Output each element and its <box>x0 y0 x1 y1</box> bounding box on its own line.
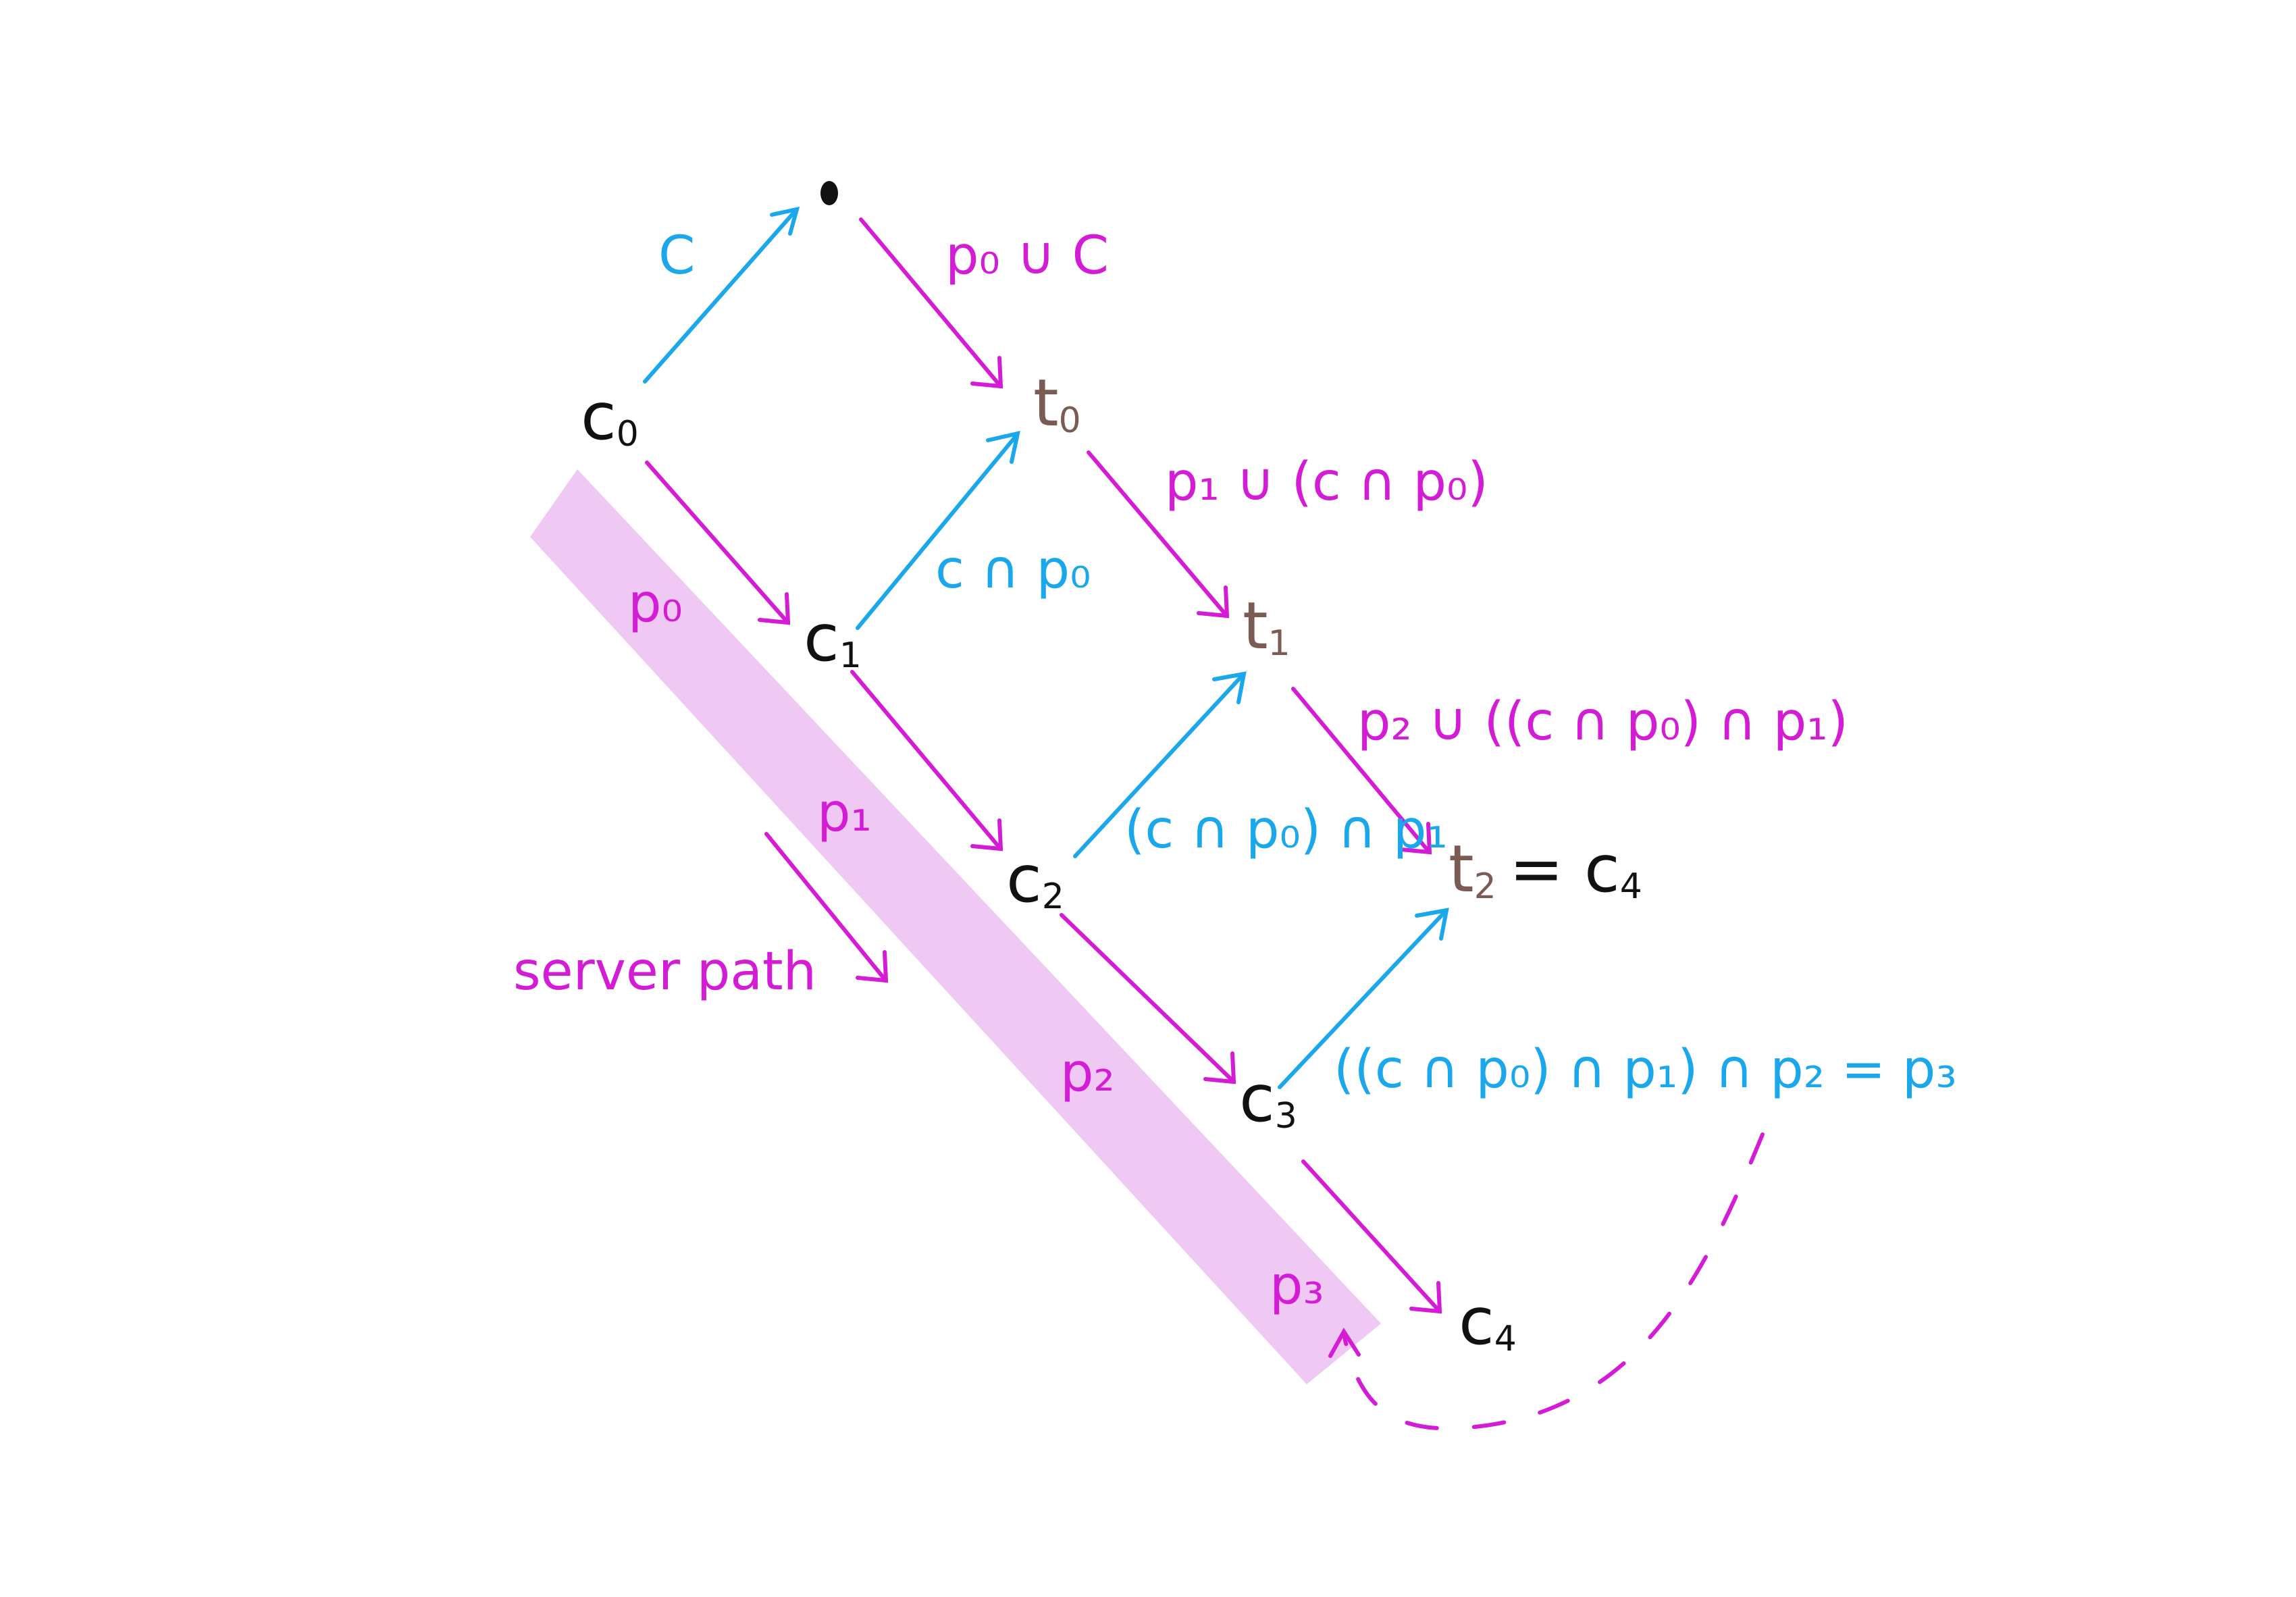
label-c: C <box>658 226 695 286</box>
node-labels: c0 c1 c2 c3 c4 t0 t1 t2 = c4 <box>581 365 1642 1359</box>
label-c-cap-p0-cap-p1: (c ∩ p₀) ∩ p₁ <box>1124 800 1448 860</box>
arrow-c3-to-c4 <box>1301 1159 1440 1312</box>
node-c3: c3 <box>1239 1061 1297 1136</box>
label-p0-union-c: p₀ ∪ C <box>945 226 1109 286</box>
arrow-c2-to-c3 <box>1060 913 1234 1082</box>
band-label-p1: p₁ <box>817 783 872 843</box>
arrow-c1-to-c2 <box>850 670 1001 849</box>
arrow-c0-to-c1 <box>645 461 789 623</box>
node-t0: t0 <box>1033 365 1081 441</box>
client-arrows <box>643 207 1449 1089</box>
edge-labels: C p₀ ∪ C c ∩ p₀ p₁ ∪ (c ∩ p₀) (c ∩ p₀) ∩… <box>658 226 1957 1100</box>
label-p3-definition: ((c ∩ p₀) ∩ p₁) ∩ p₂ = p₃ <box>1334 1039 1957 1100</box>
arrow-t0-to-t1 <box>1087 450 1228 617</box>
node-t2-equals-c4: = c4 <box>1509 831 1642 907</box>
node-c1: c1 <box>804 600 862 676</box>
band-label-p2: p₂ <box>1060 1043 1115 1103</box>
node-c4: c4 <box>1459 1284 1517 1359</box>
server-arrows <box>645 217 1765 1431</box>
label-p2-union: p₂ ∪ ((c ∩ p₀) ∩ p₁) <box>1357 691 1848 752</box>
arrow-c3-to-t2 <box>1278 910 1447 1089</box>
band-label-p3: p₃ <box>1270 1255 1324 1316</box>
origin-dot <box>820 181 838 205</box>
arrow-c1-to-t0 <box>856 434 1018 630</box>
node-t1: t1 <box>1243 588 1290 664</box>
label-c-cap-p0: c ∩ p₀ <box>935 540 1091 600</box>
arrow-top-to-t0 <box>859 217 1001 387</box>
arrow-p3-dashed <box>1342 1132 1765 1431</box>
arrow-c0-to-top <box>643 209 798 384</box>
arrow-server-path <box>764 832 887 981</box>
node-c0: c0 <box>581 379 639 454</box>
band-labels: p₀ p₁ p₂ p₃ <box>628 573 1324 1316</box>
arrow-c2-to-t1 <box>1073 673 1245 858</box>
server-path-label: server path <box>513 941 816 1002</box>
band-label-p0: p₀ <box>628 573 683 634</box>
node-c2: c2 <box>1006 841 1064 917</box>
node-t2: t2 <box>1449 831 1496 907</box>
arrow-t1-to-t2 <box>1291 687 1430 853</box>
label-p1-union: p₁ ∪ (c ∩ p₀) <box>1165 452 1488 513</box>
server-path-band <box>530 469 1381 1384</box>
